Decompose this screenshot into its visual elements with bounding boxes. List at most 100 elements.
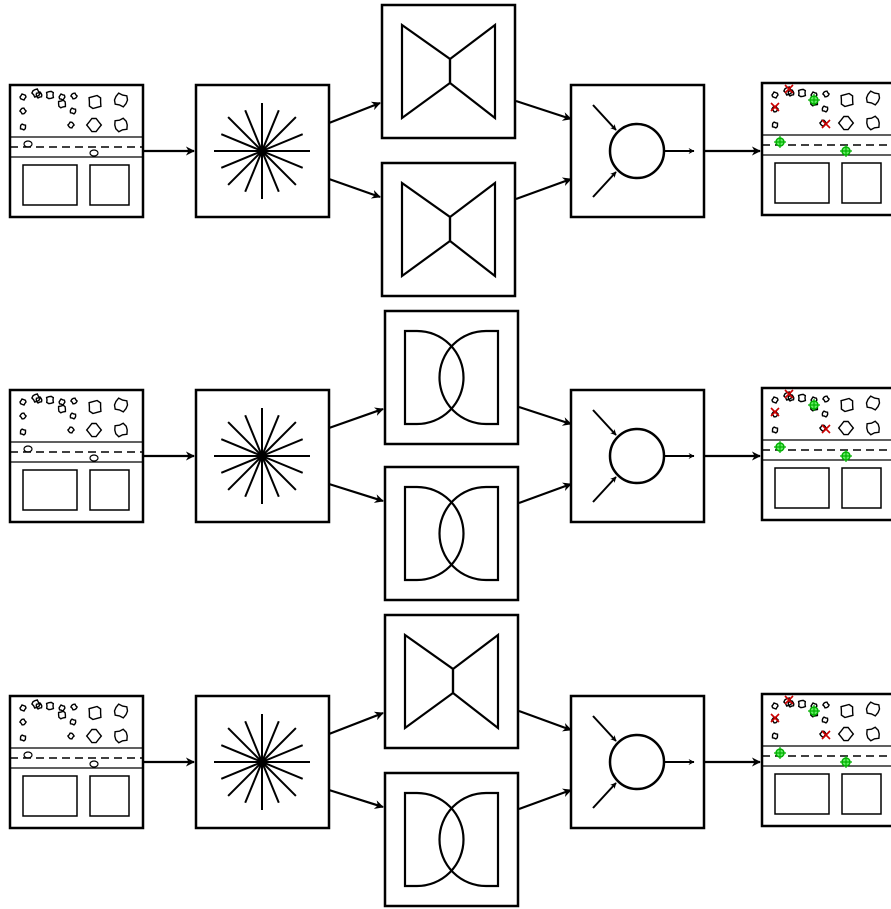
output-scene-2 [760, 386, 891, 522]
row-3 [8, 613, 891, 908]
scene-object-1 [19, 398, 27, 406]
belt-object-right [89, 149, 99, 157]
bin-left [22, 775, 78, 817]
scene-object-7 [865, 90, 881, 106]
correct-detection-cross-6 [840, 145, 852, 157]
starburst-ray-2 [261, 455, 304, 474]
scene-object-2 [31, 699, 41, 709]
bowtie-right-triangle [451, 632, 500, 731]
scene-object-3 [797, 88, 807, 98]
scene-object-7 [113, 397, 129, 413]
merge-input-arrow-bottom [592, 171, 617, 198]
scene-object-11 [85, 422, 103, 438]
starburst-ray-8 [220, 455, 263, 474]
scene-object-1 [771, 91, 779, 99]
scene-object-6 [88, 705, 102, 721]
scene-object-5 [70, 703, 78, 711]
scene-object-6 [88, 399, 102, 415]
scene-object-13 [771, 732, 779, 740]
merge-module-1 [569, 83, 706, 219]
starburst-ray-10 [220, 438, 263, 457]
arc-left-half [403, 791, 465, 888]
scene-object-10 [69, 107, 77, 115]
starburst-ray-2 [261, 150, 304, 169]
bin-right [89, 164, 130, 206]
scene-object-5 [822, 701, 830, 709]
scene-object-12 [114, 117, 128, 133]
scene-object-13 [19, 123, 27, 131]
scene-object-13 [19, 428, 27, 436]
starburst-ray-2 [261, 761, 304, 780]
wrong-detection-mark-2 [770, 713, 780, 723]
belt-object-right [89, 760, 99, 768]
scene-object-15 [787, 394, 795, 402]
bin-left [774, 467, 830, 509]
input-scene-2 [8, 388, 145, 524]
starburst-ray-3 [261, 150, 297, 186]
scene-object-15 [35, 396, 43, 404]
scene-object-15 [35, 702, 43, 710]
correct-detection-cross-5 [774, 441, 786, 453]
scene-object-8 [18, 412, 28, 420]
scene-object-3 [45, 701, 55, 711]
bin-right [841, 162, 882, 204]
output-scene-1 [760, 81, 891, 217]
scene-object-10 [69, 412, 77, 420]
scene-object-12 [866, 420, 880, 436]
starburst-ray-16 [261, 744, 304, 763]
merge-module-2 [569, 388, 706, 524]
starburst-ray-6 [244, 150, 263, 193]
starburst-ray-14 [261, 720, 280, 763]
lower-module-1 [380, 161, 517, 298]
bin-left [774, 162, 830, 204]
lower-module-3 [383, 771, 520, 908]
scene-object-13 [771, 121, 779, 129]
scene-object-14 [66, 732, 76, 740]
wrong-detection-mark-2 [770, 407, 780, 417]
scene-object-1 [771, 702, 779, 710]
starburst-ray-6 [244, 455, 263, 498]
belt-object-right [89, 454, 99, 462]
starburst-ray-11 [227, 116, 263, 152]
starburst-ray-7 [227, 761, 263, 797]
scene-object-15 [787, 89, 795, 97]
arrow-upper-to-merge-3 [518, 709, 572, 732]
bin-right [89, 469, 130, 511]
scene-object-9 [57, 710, 67, 720]
starburst-ray-4 [261, 455, 280, 498]
arrow-lower-to-merge-2 [518, 482, 572, 505]
augment-module-2 [194, 388, 331, 524]
wrong-detection-mark-3 [821, 424, 831, 434]
merge-input-arrow-bottom [592, 476, 617, 503]
bowtie-right-triangle [448, 180, 497, 279]
scene-object-11 [85, 117, 103, 133]
scene-object-5 [822, 395, 830, 403]
starburst-ray-6 [244, 761, 263, 804]
augment-module-1 [194, 83, 331, 219]
upper-module-2 [383, 309, 520, 446]
scene-object-7 [113, 92, 129, 108]
double-arc-module-box [383, 771, 520, 908]
input-scene-3 [8, 694, 145, 830]
starburst-ray-10 [220, 133, 263, 152]
scene-object-12 [866, 115, 880, 131]
double-arc-module-box [383, 465, 520, 602]
scene-object-5 [822, 90, 830, 98]
starburst-ray-8 [220, 150, 263, 169]
bowtie-right-triangle [448, 22, 497, 121]
upper-module-1 [380, 3, 517, 140]
arc-left-half [403, 485, 465, 582]
merge-input-arrow-bottom [592, 782, 617, 809]
starburst-ray-15 [261, 116, 297, 152]
row-1 [8, 3, 891, 298]
scene-object-10 [69, 718, 77, 726]
scene-object-5 [70, 397, 78, 405]
wrong-detection-mark-1 [784, 695, 794, 705]
merge-input-arrow-top [592, 715, 617, 742]
bin-right [841, 467, 882, 509]
starburst-ray-15 [261, 421, 297, 457]
scene-object-11 [85, 728, 103, 744]
wrong-detection-mark-2 [770, 102, 780, 112]
output-scene-3 [760, 692, 891, 828]
